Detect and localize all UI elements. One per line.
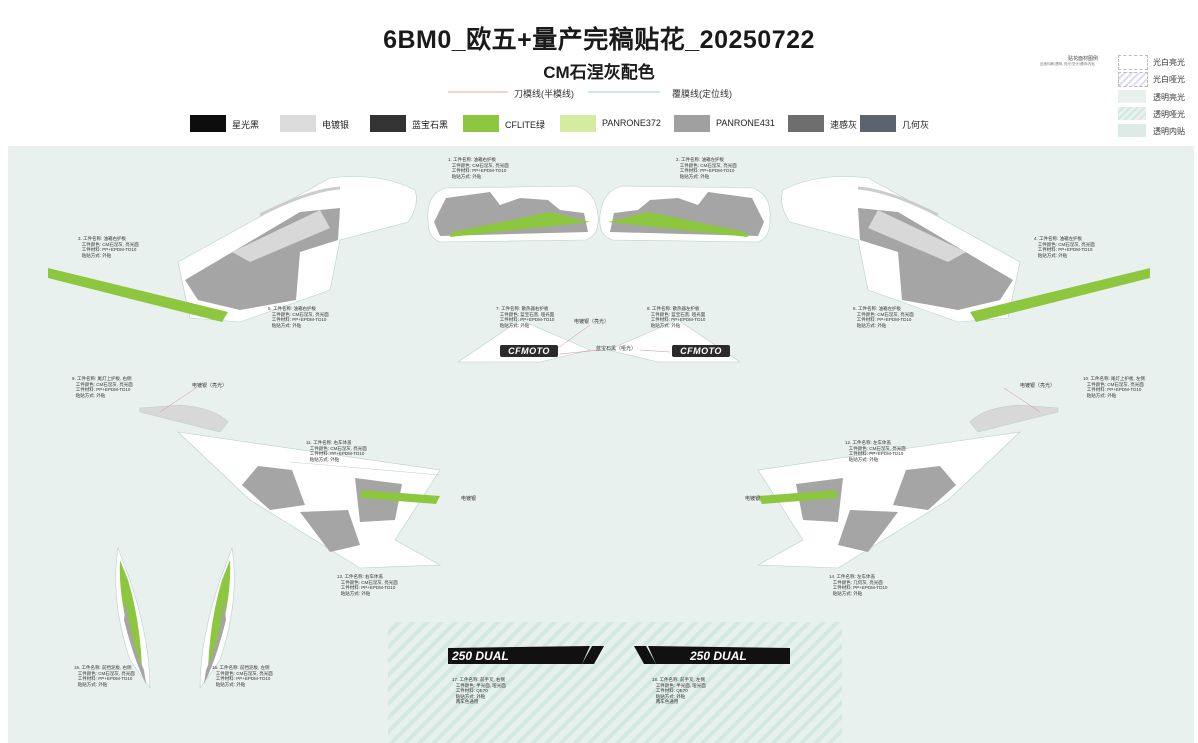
side-panel-left-large <box>781 176 1150 323</box>
anno-plated-silver-center: 电镀银（亮光） <box>574 319 610 325</box>
body-cover-left <box>756 431 1021 569</box>
radiator-shrouds <box>457 319 741 363</box>
fork-decal-backing <box>388 622 842 743</box>
note-17: 17. 工件名称: 前手叉, 右侧 工件颜色: 半光面, 哑光面 工件材料: Q… <box>452 677 506 705</box>
material-legend-note: 反面印刷/透明, 亮光/亚光/透明/内贴 <box>1040 62 1095 66</box>
note-6: 6. 工件名称: 油箱左护板 工件颜色: CM石涅灰, 亮光面 工件材料: PP… <box>853 306 914 328</box>
note-5: 5. 工件名称: 油箱右护板 工件颜色: CM石涅灰, 亮光面 工件材料: PP… <box>268 306 329 328</box>
material-matte-white: 光白哑光 <box>1118 72 1198 87</box>
body-cover-right <box>177 431 442 569</box>
front-fender-left <box>199 546 235 689</box>
note-8: 8. 工件名称: 散热器左护板 工件颜色: 蓝宝石黑, 哑光面 工件材料: PP… <box>647 306 706 328</box>
anno-sapphire-black: 蓝宝石黑（哑光） <box>596 346 637 352</box>
note-3: 3. 工件名称: 油箱右护板 工件颜色: CM石涅灰, 亮光面 工件材料: PP… <box>78 236 139 258</box>
material-legend-title: 贴花面材图例 <box>1068 56 1099 62</box>
anno-plated-silver-right: 电镀银（亮光） <box>1020 383 1056 389</box>
anno-plated-silver-12: 电镀银 <box>745 496 761 502</box>
logo-cfmoto-right: CFMOTO <box>508 346 550 356</box>
front-fender-right <box>115 546 151 689</box>
note-9: 9. 工件名称: 尾灯上护板, 右侧 工件颜色: CM石涅灰, 亮光面 工件材料… <box>72 376 133 398</box>
note-2: 2. 工件名称: 油箱左护板 工件颜色: CM石涅灰, 亮光面 工件材料: PP… <box>676 157 737 179</box>
side-panel-right-large <box>48 176 417 323</box>
note-11: 11. 工件名称: 右车体盖 工件颜色: CM石涅灰, 亮光面 工件材料: PP… <box>306 440 367 462</box>
note-12: 12. 工件名称: 左车体盖 工件颜色: CM石涅灰, 亮光面 工件材料: PP… <box>845 440 906 462</box>
page-title: 6BM0_欧五+量产完稿贴花_20250722 <box>383 26 815 54</box>
material-clear-matte: 透明哑光 <box>1118 107 1198 121</box>
page-subtitle: CM石涅灰配色 <box>543 63 655 82</box>
fork-model-text-left: 250 DUAL <box>689 649 747 663</box>
note-14: 14. 工件名称: 左车体盖 工件颜色: 几何灰, 亮光面 工件材料: PP+E… <box>829 574 888 596</box>
note-18: 18. 工件名称: 前手叉, 左侧 工件颜色: 半光面, 哑光面 工件材料: Q… <box>652 677 706 705</box>
tank-panel-right <box>427 185 599 243</box>
note-4: 4. 工件名称: 油箱左护板 工件颜色: CM石涅灰, 亮光面 工件材料: PP… <box>1034 236 1095 258</box>
note-15: 15. 工件名称: 前挡泥板, 右侧 工件颜色: CM石涅灰, 亮光面 工件材料… <box>74 665 135 687</box>
cut-line-label: 刀模线(半模线) <box>514 89 574 99</box>
note-13: 13. 工件名称: 右车体盖 工件颜色: CM石涅灰, 亮光面 工件材料: PP… <box>337 574 398 596</box>
note-10: 10. 工件名称: 尾灯上护板, 左侧 工件颜色: CM石涅灰, 亮光面 工件材… <box>1083 376 1146 398</box>
anno-plated-silver-11: 电镀银 <box>461 496 477 502</box>
material-clear-gloss: 透明亮光 <box>1118 90 1198 104</box>
anno-plated-silver-left: 电镀银（亮光） <box>192 383 228 389</box>
logo-cfmoto-left: CFMOTO <box>680 346 722 356</box>
material-gloss-white: 光白亮光 <box>1118 55 1198 70</box>
note-16: 16. 工件名称: 前挡泥板, 左侧 工件颜色: CM石涅灰, 亮光面 工件材料… <box>212 665 273 687</box>
film-line-label: 覆膜线(定位线) <box>672 89 732 99</box>
material-clear-inner: 透明内贴 <box>1118 124 1198 138</box>
tank-panel-left <box>599 185 771 243</box>
fork-decal-right: 250 DUAL <box>448 646 604 664</box>
fork-decal-left: 250 DUAL <box>634 646 790 664</box>
tail-upper-panels <box>139 387 1059 433</box>
note-1: 1. 工件名称: 油箱右护板 工件颜色: CM石涅灰, 亮光面 工件材料: PP… <box>448 157 509 179</box>
note-7: 7. 工件名称: 散热器右护板 工件颜色: 蓝宝石黑, 哑光面 工件材料: PP… <box>496 306 555 328</box>
fork-model-text-right: 250 DUAL <box>451 649 509 663</box>
